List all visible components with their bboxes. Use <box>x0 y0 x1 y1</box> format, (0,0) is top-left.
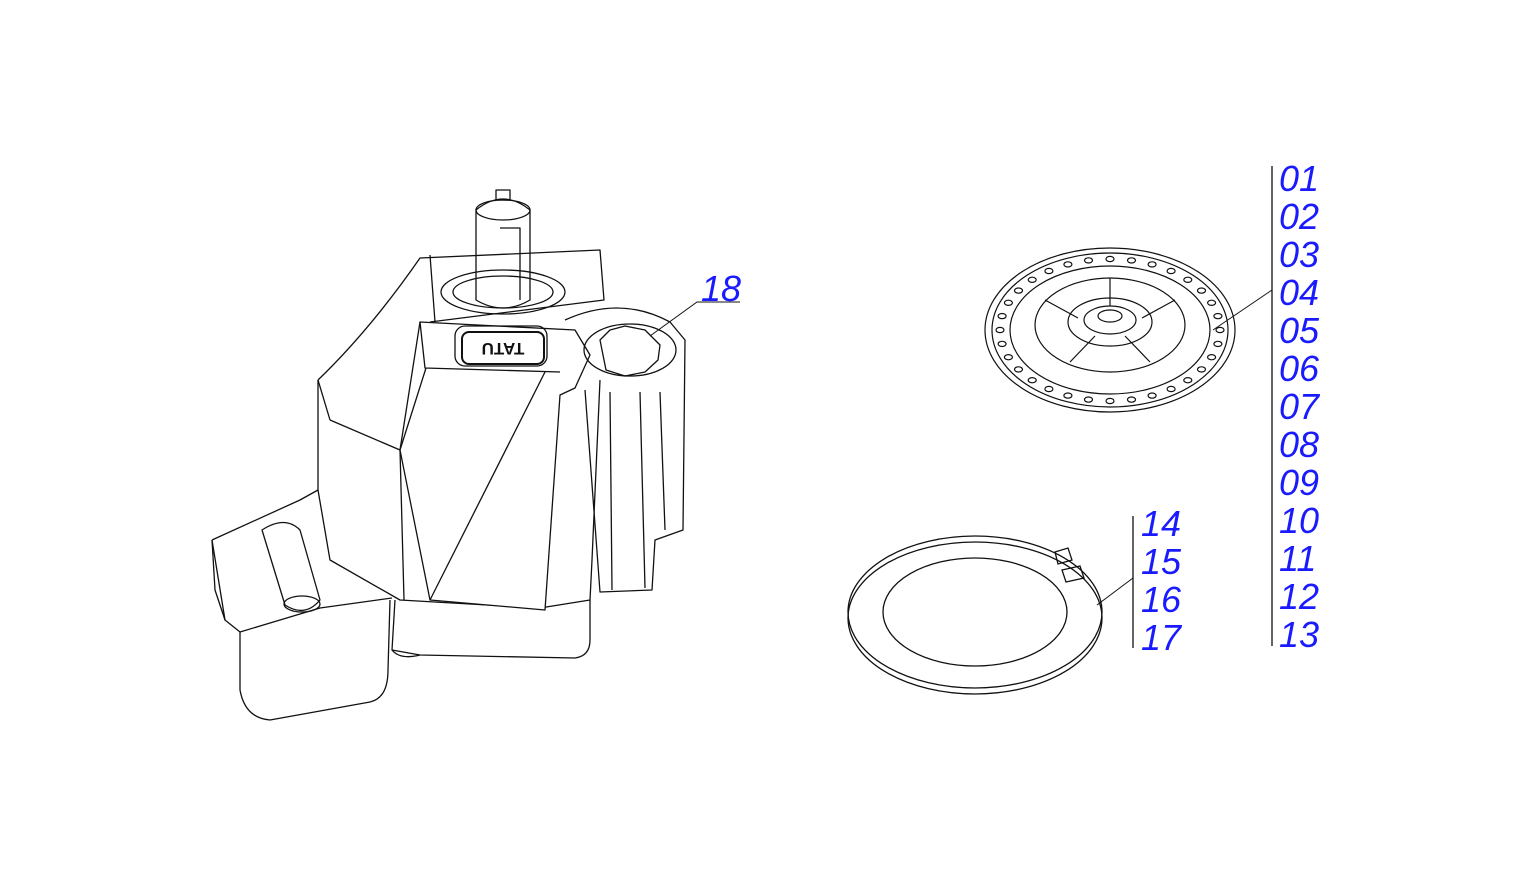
seed-hole <box>1126 396 1137 403</box>
seed-hole <box>1013 287 1024 294</box>
seed-hole <box>1196 287 1207 294</box>
logo-plate <box>454 325 548 367</box>
seed-plate-holes <box>995 255 1225 405</box>
seed-hole <box>1213 340 1223 348</box>
callout-stack-ring: 14 15 16 17 <box>1141 505 1181 657</box>
callout-17: 17 <box>1141 617 1182 658</box>
seed-hole <box>1183 377 1193 384</box>
seed-hole <box>1166 267 1176 275</box>
seed-hole <box>1166 385 1176 393</box>
seed-hole <box>1215 326 1225 334</box>
seed-hole <box>1044 385 1054 393</box>
seed-hole <box>1126 257 1137 264</box>
leader-line-ring <box>1096 577 1134 606</box>
callout-16: 16 <box>1141 579 1182 620</box>
callout-03: 03 <box>1279 234 1320 275</box>
callout-06: 06 <box>1279 348 1320 389</box>
ring-washer <box>847 535 1103 695</box>
seed-hole <box>1206 354 1217 361</box>
callout-15: 15 <box>1141 541 1182 582</box>
callout-07: 07 <box>1279 386 1320 427</box>
seed-hole <box>995 326 1005 334</box>
callout-04: 04 <box>1279 272 1320 313</box>
callout-08: 08 <box>1279 424 1320 465</box>
seed-hole <box>1083 257 1094 264</box>
seed-hole <box>1027 276 1037 283</box>
callout-11: 11 <box>1279 538 1317 579</box>
seed-hole <box>1147 392 1157 399</box>
seed-hole <box>1147 261 1157 268</box>
callout-13: 13 <box>1279 614 1320 655</box>
seed-hole <box>1003 299 1014 306</box>
callout-09: 09 <box>1279 462 1320 503</box>
callout-02: 02 <box>1279 196 1320 237</box>
seed-hole <box>1003 354 1014 361</box>
seed-hole <box>1213 312 1223 320</box>
seed-hole <box>1044 267 1054 275</box>
leader-line-18 <box>649 301 740 337</box>
seed-hole <box>1105 255 1115 263</box>
seed-hole <box>1196 366 1207 373</box>
seed-hole <box>1013 366 1024 373</box>
callout-14: 14 <box>1141 503 1182 544</box>
seed-hole <box>1183 276 1193 283</box>
tatu-logo: TATU <box>461 331 545 365</box>
seed-distributor-housing <box>211 189 686 721</box>
seed-hole <box>1063 392 1073 399</box>
seed-hole <box>1206 299 1217 306</box>
seed-plate <box>984 247 1236 413</box>
callout-10: 10 <box>1279 500 1320 541</box>
callout-stack-plate: 01 02 03 04 05 06 07 08 09 10 11 12 13 <box>1279 160 1319 654</box>
callout-05: 05 <box>1279 310 1320 351</box>
callout-18: 18 <box>701 268 742 309</box>
callout-12: 12 <box>1279 576 1320 617</box>
seed-hole <box>1105 397 1115 405</box>
callout-01: 01 <box>1279 158 1320 199</box>
seed-hole <box>997 312 1007 320</box>
seed-hole <box>1063 261 1073 268</box>
seed-hole <box>997 340 1007 348</box>
logo-text: TATU <box>481 339 525 358</box>
leader-line-plate <box>1212 289 1273 331</box>
seed-hole <box>1083 396 1094 403</box>
seed-hole <box>1027 377 1037 384</box>
